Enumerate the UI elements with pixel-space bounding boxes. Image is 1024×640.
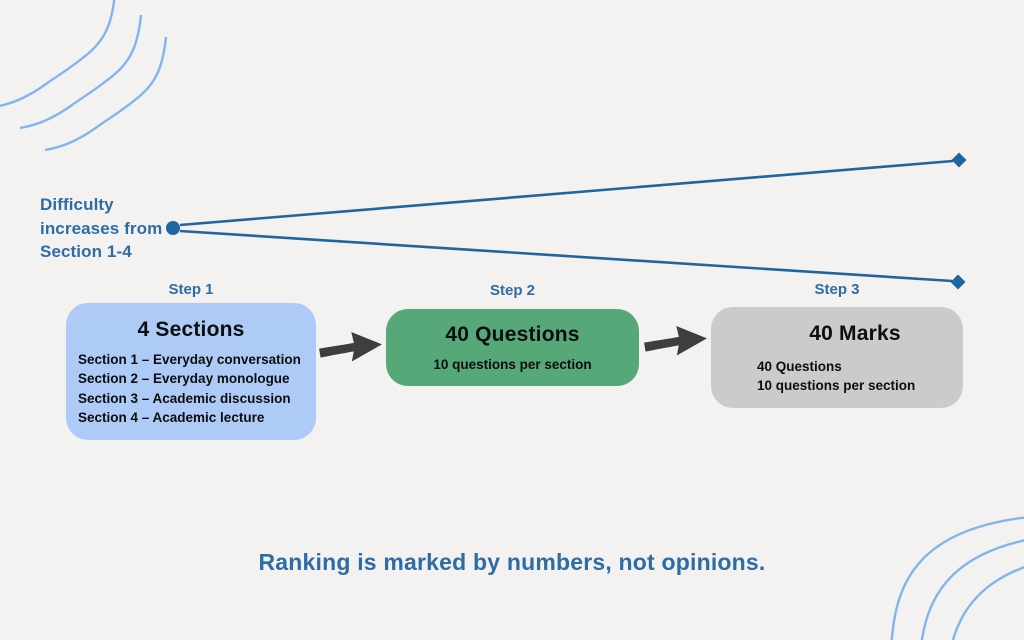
diamond-end-top-icon xyxy=(951,152,967,168)
step-2-title: 40 Questions xyxy=(445,323,580,346)
difficulty-note-line: Difficulty xyxy=(40,195,114,214)
step-3-label: Step 3 xyxy=(814,281,860,298)
difficulty-note-line: increases from xyxy=(40,218,163,238)
step-3-card: 40 Marks 40 Questions 10 questions per s… xyxy=(711,307,963,408)
step-1-card: 4 Sections Section 1 – Everyday conversa… xyxy=(66,303,316,440)
wave-decoration-bottom-right-icon xyxy=(890,516,1024,640)
lower-divergence-line xyxy=(179,229,953,283)
step-3-title: 40 Marks xyxy=(809,322,901,345)
difficulty-note: Difficulty increases from Section 1-4 xyxy=(40,193,162,264)
difficulty-note-line: Section 1-4 xyxy=(40,242,132,261)
section-list-item: Section 4 – Academic lecture xyxy=(78,409,265,425)
step-2-label: Step 2 xyxy=(489,282,535,299)
wave-decoration-top-left-icon xyxy=(0,0,168,152)
difficulty-divergence-lines xyxy=(166,152,967,290)
line-origin-dot-icon xyxy=(166,221,180,235)
upper-divergence-line xyxy=(179,159,954,227)
step-3-detail-line: 10 questions per section xyxy=(757,378,916,393)
section-list-item: Section 3 – Academic discussion xyxy=(78,390,291,406)
step-1-label: Step 1 xyxy=(168,281,214,298)
section-list-item: Section 2 – Everyday monologue xyxy=(78,371,290,387)
step-3-detail-lines: 40 Questions 10 questions per section xyxy=(757,357,953,395)
step-1-item-list: Section 1 – Everyday conversation Sectio… xyxy=(78,350,304,427)
arrow-right-icon xyxy=(319,331,382,362)
step-3-detail-line: 40 Questions xyxy=(757,359,842,374)
step-1-title: 4 Sections xyxy=(137,318,245,341)
tagline: Ranking is marked by numbers, not opinio… xyxy=(258,549,766,575)
step-2-card: 40 Questions 10 questions per section xyxy=(386,309,639,386)
arrow-right-icon xyxy=(644,325,707,356)
step-2-subtitle: 10 questions per section xyxy=(433,357,592,372)
section-list-item: Section 1 – Everyday conversation xyxy=(78,352,301,367)
